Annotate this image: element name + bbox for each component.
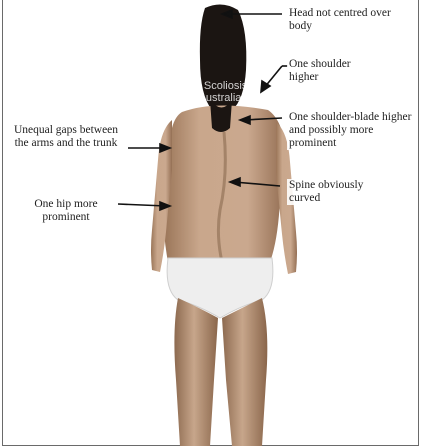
copyright-watermark: © Scoliosis Australia [180, 80, 260, 104]
right-leg [222, 298, 267, 446]
label-shoulder-blade: One shoulder-blade higher and possibly m… [287, 111, 417, 150]
label-head: Head not centred over body [287, 7, 413, 33]
left-leg [174, 298, 218, 446]
label-gaps: Unequal gaps between the arms and the tr… [6, 124, 126, 150]
label-hip: One hip more prominent [14, 198, 118, 224]
label-spine: Spine obviously curved [287, 179, 397, 205]
label-shoulder: One shoulder higher [287, 58, 381, 84]
